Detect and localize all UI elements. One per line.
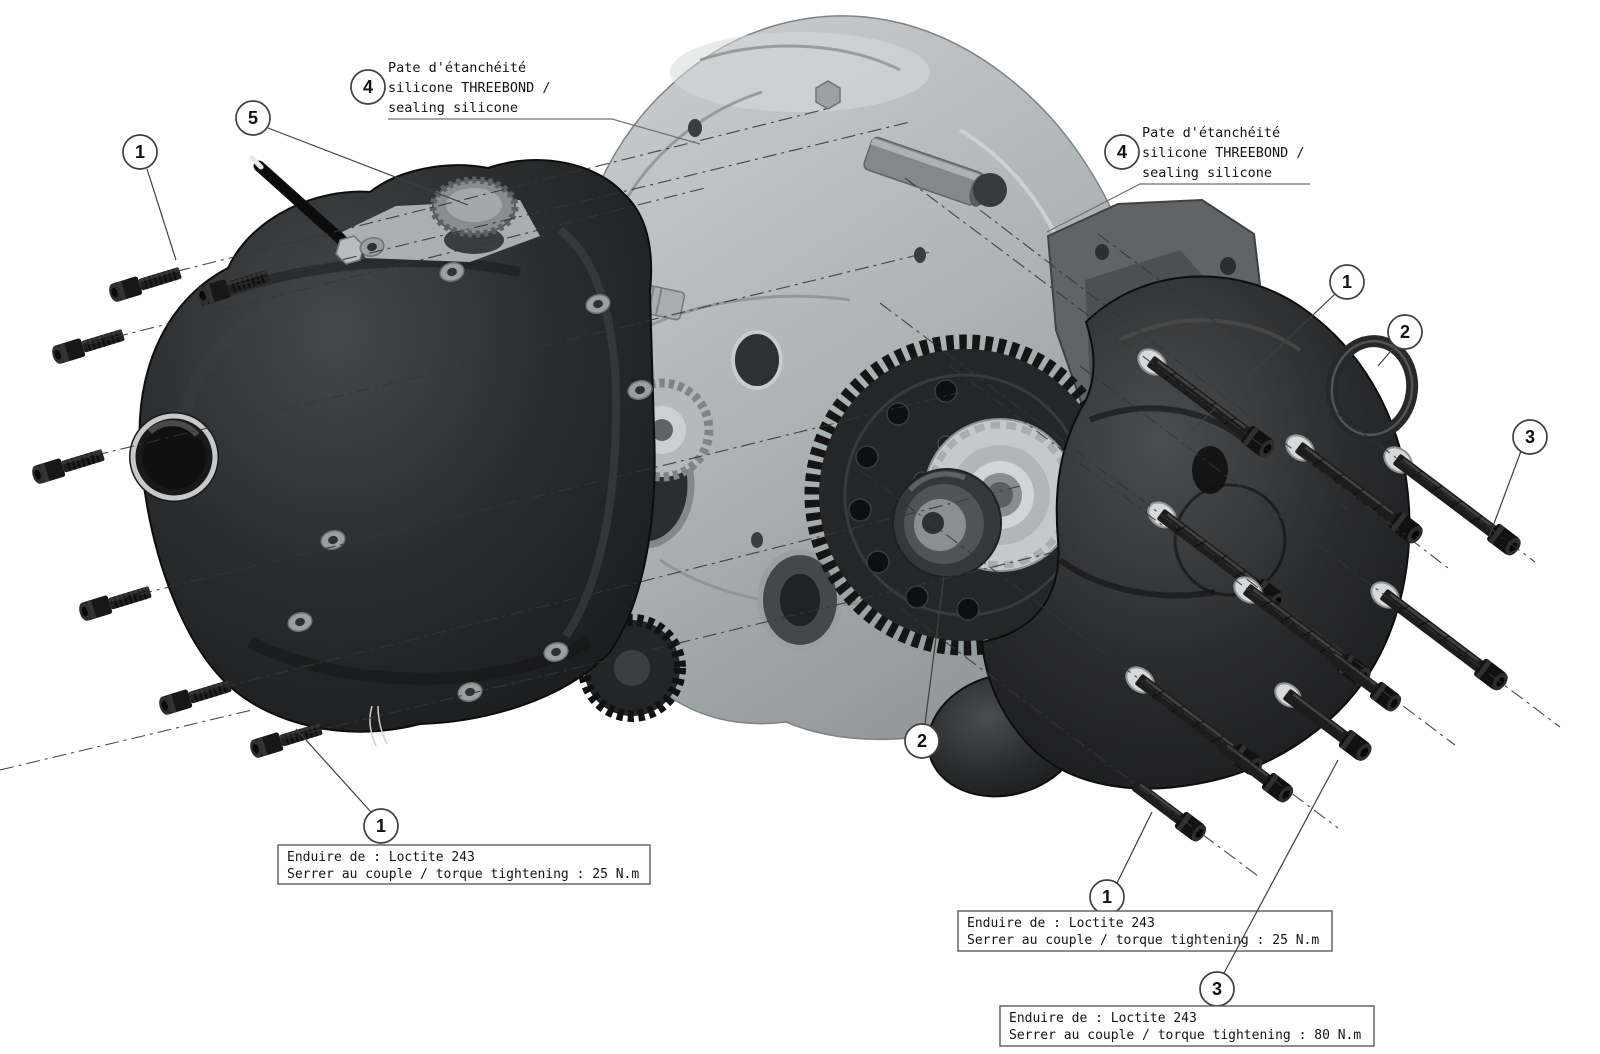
balloon-1-bottom-left-number: 1 (376, 816, 386, 836)
hex-plug (815, 80, 841, 110)
leader-3-upper (1488, 450, 1522, 538)
case-bolt-hole (688, 119, 702, 137)
balloon-1-right-upper (1329, 264, 1365, 300)
balloon-5-number: 5 (248, 108, 258, 128)
sealant-right-line3: sealing silicone (1142, 165, 1272, 181)
spacer-seal (892, 468, 1002, 578)
balloon-4-right-number: 4 (1117, 142, 1127, 162)
balloon-1-bottom-left (363, 808, 399, 844)
sensor-rod (249, 155, 365, 265)
note-box-middle: Enduire de : Loctite 243 Serrer au coupl… (957, 910, 1333, 952)
sealant-left-line1: Pate d'étanchéité (388, 60, 526, 76)
centerlines (0, 107, 1561, 877)
screw-left-7 (247, 718, 325, 761)
sealant-left-line3: sealing silicone (388, 100, 518, 116)
leader-1-right-upper (1189, 293, 1336, 433)
screw-left-3 (49, 324, 127, 367)
note-left-line1: Enduire de : Loctite 243 (287, 850, 475, 865)
note-left-line2: Serrer au couple / torque tightening : 2… (287, 867, 639, 882)
leader-2-oring (1377, 344, 1397, 367)
note-box-right: Enduire de : Loctite 243 Serrer au coupl… (999, 1005, 1375, 1047)
balloon-2-oring-number: 2 (1400, 322, 1410, 342)
note-middle-line1: Enduire de : Loctite 243 (967, 916, 1155, 931)
balloon-4-left-number: 4 (363, 77, 373, 97)
oil-filler-cap (429, 176, 519, 254)
balloon-1-right-upper-number: 1 (1342, 272, 1352, 292)
leader-2-seal (924, 574, 945, 725)
balloon-2-seal (904, 723, 940, 759)
balloon-1-top-left-number: 1 (135, 142, 145, 162)
annotations: 4 Pate d'étanchéité silicone THREEBOND /… (122, 60, 1548, 1047)
screw-left-1 (106, 262, 184, 305)
sealant-label-right: 4 Pate d'étanchéité silicone THREEBOND /… (1046, 125, 1310, 233)
left-cover (129, 155, 656, 747)
balloon-3-bottom-number: 3 (1212, 979, 1222, 999)
balloon-1-bottom-mid-number: 1 (1102, 887, 1112, 907)
drain-plug (129, 412, 219, 502)
bearing-bore (731, 330, 783, 390)
note-box-left: Enduire de : Loctite 243 Serrer au coupl… (277, 844, 651, 885)
sealant-left-line2: silicone THREEBOND / (388, 80, 551, 96)
balloon-1-top-left (122, 134, 158, 170)
balloon-4-left (350, 69, 386, 105)
leader-1-top-left (146, 168, 177, 261)
leader-3-bottom (1223, 759, 1339, 974)
balloon-5 (235, 100, 271, 136)
screw-left-5 (76, 581, 154, 624)
sealant-left-leader (388, 118, 701, 145)
sealant-right-line1: Pate d'étanchéité (1142, 125, 1280, 141)
balloon-3-upper (1512, 419, 1548, 455)
note-middle-line2: Serrer au couple / torque tightening : 2… (967, 933, 1319, 948)
sealant-right-leader (1046, 183, 1310, 233)
sealant-right-line2: silicone THREEBOND / (1142, 145, 1305, 161)
balloon-2-seal-number: 2 (917, 731, 927, 751)
shaft-end (973, 173, 1007, 207)
balloon-4-right (1104, 134, 1140, 170)
breather-wires (369, 705, 388, 747)
balloon-2-oring (1387, 314, 1423, 350)
leader-1-bottom-left (295, 728, 372, 813)
sealant-label-left: 4 Pate d'étanchéité silicone THREEBOND /… (350, 60, 701, 145)
note-right-line2: Serrer au couple / torque tightening : 8… (1009, 1028, 1361, 1043)
screw-left-4 (29, 444, 107, 487)
note-right-line1: Enduire de : Loctite 243 (1009, 1011, 1197, 1026)
balloon-3-upper-number: 3 (1525, 427, 1535, 447)
leader-5 (267, 127, 469, 206)
screw-left-6 (156, 675, 234, 718)
leader-1-bottom-mid (1116, 811, 1153, 884)
